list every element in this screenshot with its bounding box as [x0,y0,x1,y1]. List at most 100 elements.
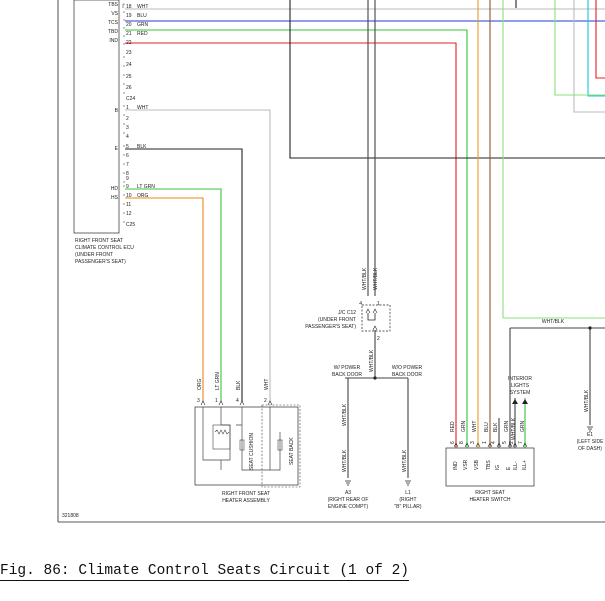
interior-lights: INTERIOR LIGHTS SYSTEM [508,376,532,404]
ground-e1: E1 (LEFT SIDE OF DASH) WHT/BLK [577,389,605,452]
ecu-label-line: RIGHT FRONT SEAT [75,238,123,244]
ground-a3: A3 (RIGHT REAR OF ENGINE COMPT) [328,480,369,510]
heater-wire-label: WHT [264,379,270,390]
ecu-wire-label: BLK [137,144,147,150]
ecu-label-line: (UNDER FRONT [75,252,113,258]
ground-l1-line: (RIGHT [399,497,416,503]
heater-pin: 2 [264,398,267,404]
ecu-pin-name: TBD [108,29,118,35]
ecu-pin-num: 24 [126,62,132,68]
ecu-pin-num: 11 [126,202,131,208]
switch-terminal: E [506,466,512,470]
ground-l1: L1 (RIGHT "B" PILLAR) [394,480,422,510]
interior-line: INTERIOR [508,376,532,382]
wire-red-right [595,0,605,79]
ecu-pin-name: HS [111,195,119,201]
heater-wire-label: LT GRN [215,372,221,390]
switch-pin: 4 [491,441,497,444]
power-wire-label: WHT/BLK [342,449,348,472]
ecu-pin-num: C25 [126,222,135,228]
ecu-wire-label: RED [137,31,148,37]
ecu-pin-num: 1 [126,105,129,111]
switch-terminal: TBS [486,460,492,470]
ground-a3-line: ENGINE COMPT) [328,504,369,510]
heater-seat-back: SEAT BACK [289,437,295,465]
ecu-label-line: PASSENGER'S SEAT) [75,259,126,265]
switch-wire-label: BLU [484,422,490,432]
heater-pin: 4 [236,398,239,404]
switch-label-line: RIGHT SEAT [475,490,505,496]
heater-wire-label: ORG [197,379,203,391]
jc-arrows [365,308,378,331]
heater-label-line: RIGHT FRONT SEAT [222,491,270,497]
wire-ecu-ltgrn [125,188,222,402]
ecu-pin-num: 25 [126,74,132,80]
power-left-line: W/ POWER [334,365,361,371]
heater-wire-label: BLK [236,380,242,390]
ecu-pins-mid: 23 24 25 26 C24 [126,50,135,102]
ecu-pin-num: 6 [126,153,129,159]
jc-label-line: J/C C12 [338,310,356,316]
ground-a3-symbol [345,480,351,486]
ecu-pin-name: HD [111,186,119,192]
ecu-pin-name: TBS [108,2,118,8]
switch-wire-label: GRN [520,421,526,433]
ecu-pin-num: 19 [126,13,132,19]
junction-dot [373,376,377,380]
ecu-pin-num: 20 [126,22,132,28]
heater-label-line: HEATER ASSEMBLY [222,498,270,504]
power-right-line: BACK DOOR [392,372,422,378]
junction-dot [588,326,592,330]
ecu-pin-num: 9 [126,176,129,182]
switch-wire-label: RED [450,421,456,432]
jc-bridge [367,313,376,321]
switch-label-line: HEATER SWITCH [469,497,510,503]
jc-wire-label: WHT/BLK [373,267,379,290]
ground-a3-line: A3 [345,490,351,496]
interior-arrow-right-icon [522,399,528,404]
diagram-code: 321808 [62,513,79,519]
ecu-wire-label: LT GRN [137,184,155,190]
heater-pin: 1 [215,398,218,404]
heater-pin-arrows [200,400,273,406]
ground-e1-symbol [587,426,593,432]
jc-pin: 2 [377,336,380,342]
power-wire-label: WHT/BLK [402,449,408,472]
ecu-pin-num: 23 [126,50,132,56]
ecu-pin-num: 21 [126,31,132,37]
switch-wire-label: GRN [504,421,510,433]
heater-thermistor-2 [277,439,283,451]
ecu-pin-num: 2 [126,116,129,122]
ecu-wire-label: GRN [137,22,149,28]
jc-label-line: PASSENGER'S SEAT) [305,324,356,330]
wire-ecu-org [125,197,204,402]
switch-terminal: ILL- [513,461,519,470]
ground-a3-line: (RIGHT REAR OF [328,497,369,503]
power-wire-label: WHT/BLK [342,403,348,426]
switch-pin: 2 [509,441,515,444]
interior-line: SYSTEM [510,390,531,396]
jc-pin: 4 [359,301,362,307]
ground-e1-wire: WHT/BLK [584,389,590,412]
ground-e1-line: OF DASH) [578,446,602,452]
switch-pin: 5 [502,441,508,444]
switch-terminal: VSR [463,459,469,470]
wire-gray-right [573,0,605,113]
ecu-pin-num: 12 [126,211,132,217]
figure-caption: Fig. 86: Climate Control Seats Circuit (… [0,563,605,581]
wire-black-top-box [289,0,605,159]
switch-wire-label: GRN [461,421,467,433]
ecu-wire-label: WHT [137,4,148,10]
switch-terminal: ILL+ [522,460,528,470]
switch-bus-label: WHT/BLK [542,319,565,325]
switch-pin-arrows [453,442,528,448]
ecu-pin-name: VS [111,11,118,17]
interior-line: LIGHTS [511,383,530,389]
jc-pin: 1 [377,301,380,307]
wire-ecu-blk [125,148,243,402]
heater-box [194,406,299,486]
ecu-label: RIGHT FRONT SEAT CLIMATE CONTROL ECU (UN… [75,238,134,265]
ecu-pin-name: E [115,146,119,152]
power-door-labels: W/ POWER BACK DOOR W/O POWER BACK DOOR W… [332,365,423,472]
